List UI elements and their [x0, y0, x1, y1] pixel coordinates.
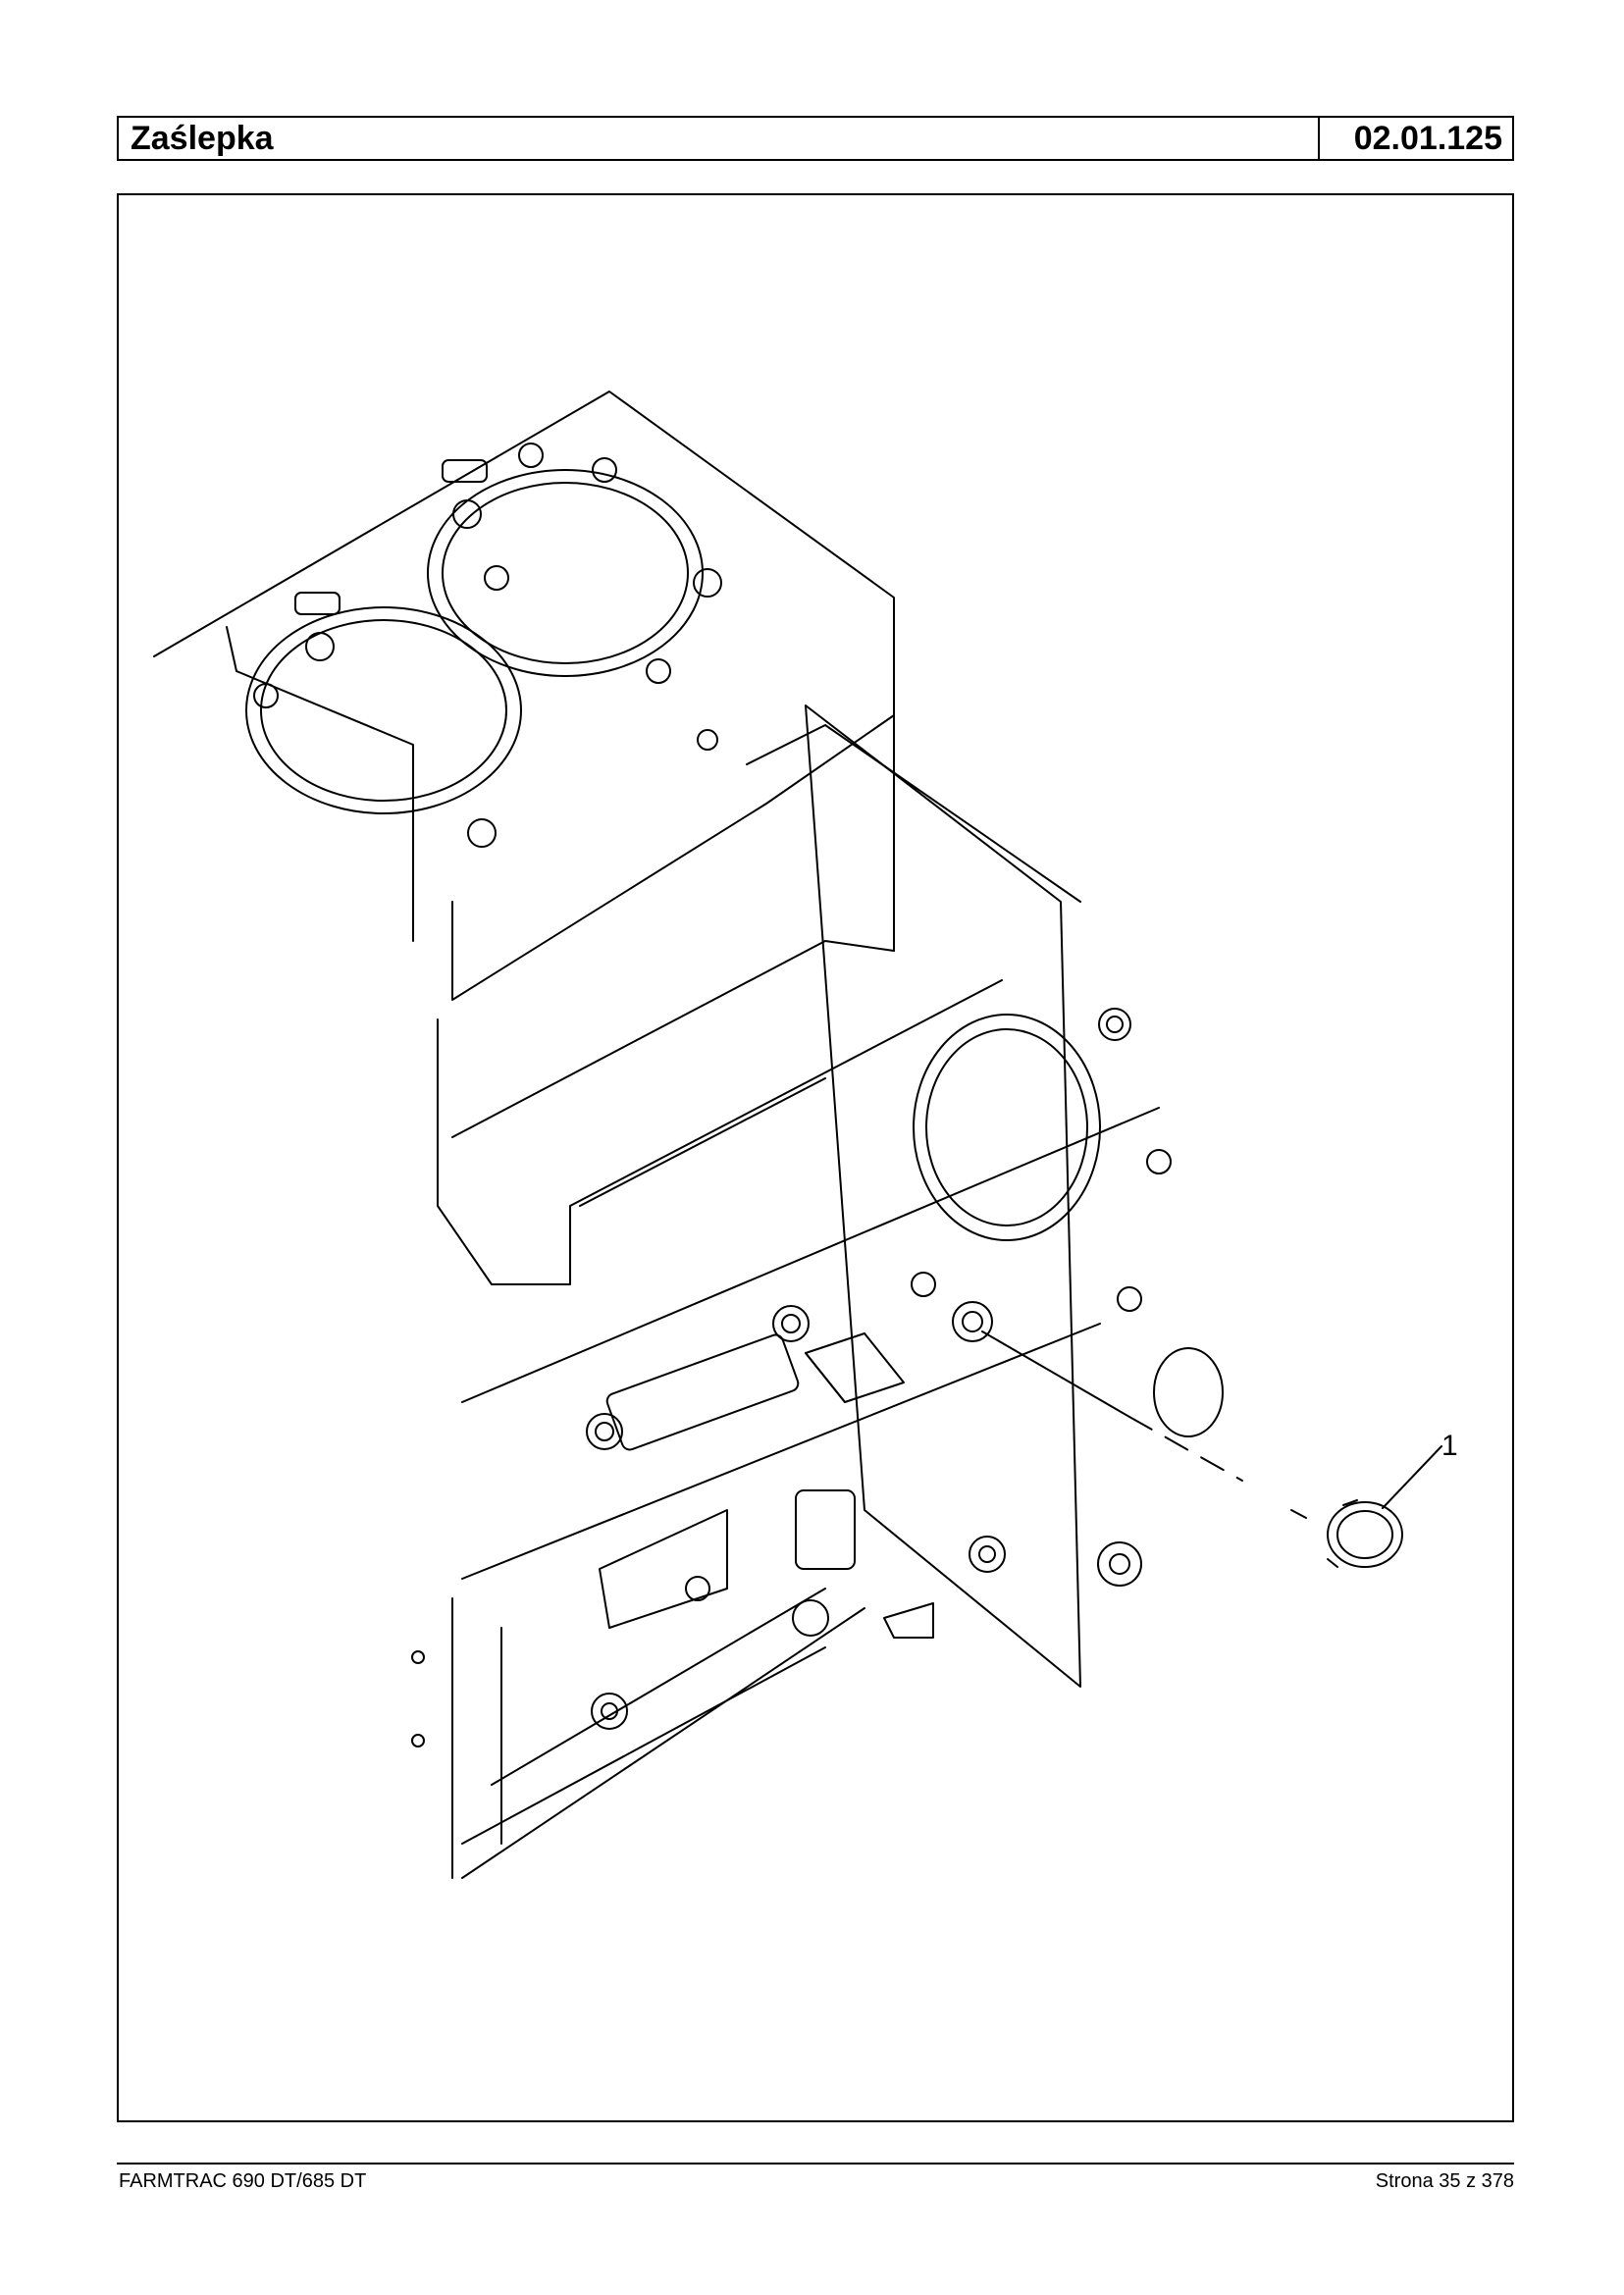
callout-label: 1: [1441, 1430, 1458, 1462]
drawing-frame: 1: [117, 193, 1514, 2122]
page-header: Zaślepka 02.01.125: [117, 116, 1514, 161]
footer-divider: [117, 2163, 1514, 2165]
plug-part-drawing: [1327, 1499, 1403, 1568]
footer-model: FARMTRAC 690 DT/685 DT: [119, 2170, 367, 2192]
page-title: Zaślepka: [131, 120, 274, 157]
footer-page-number: Strona 35 z 378: [1375, 2170, 1514, 2192]
engine-block-drawing: [153, 391, 1442, 1879]
section-code: 02.01.125: [1318, 118, 1512, 159]
